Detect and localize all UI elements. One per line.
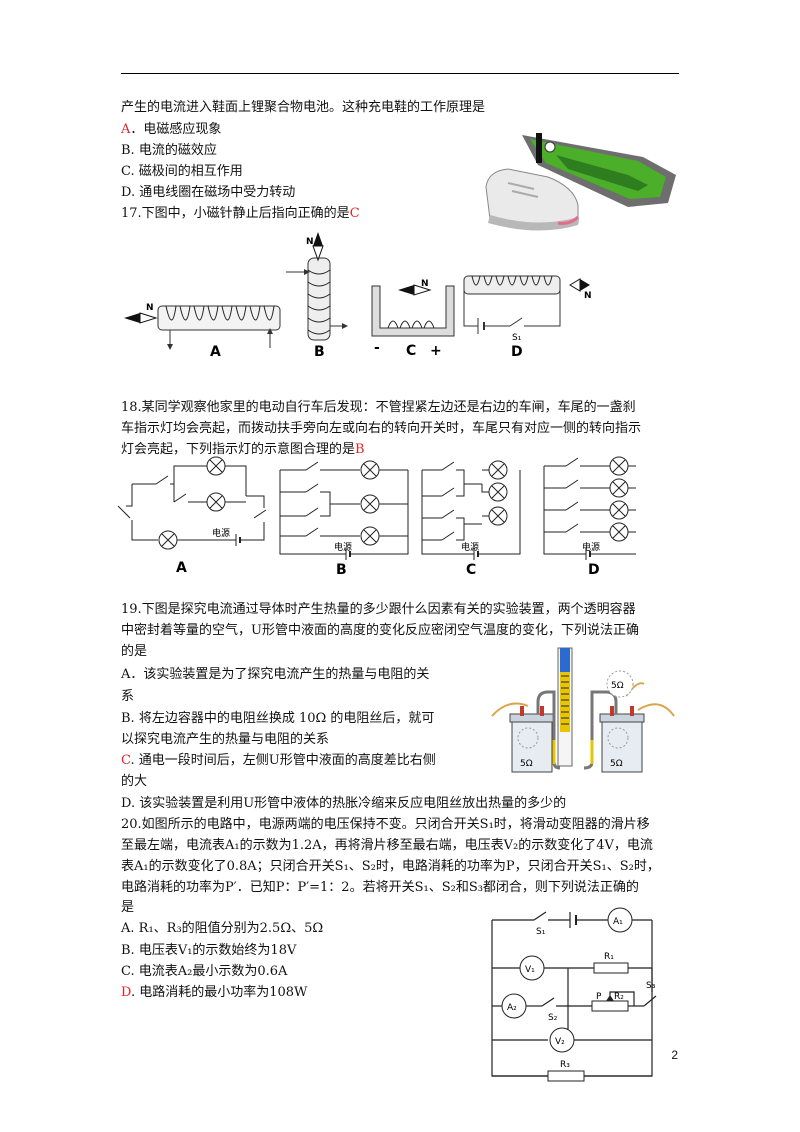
q20-option-d: D. 电路消耗的最小功率为108W	[121, 985, 308, 1000]
q16-stem: 产生的电流进入鞋面上锂聚合物电池。这种充电鞋的工作原理是	[121, 100, 486, 115]
q19-option-b-line2: 以探究电流产生的热量与电阻的关系	[121, 732, 330, 747]
q17-figure: N A N B N - + C S₁ N D	[124, 232, 592, 360]
page-number: 2	[671, 1048, 678, 1062]
q17-stem: 17.下图中，小磁针静止后指向正确的是C	[121, 206, 360, 221]
q17-fig-a: N A	[124, 303, 281, 360]
q17-fig-c: N - + C	[371, 279, 455, 359]
q19-apparatus-figure: 5Ω 5Ω 5Ω	[491, 647, 675, 773]
q20-circuit-figure: S₁ A₁ V₁ R₁ A₂ S₂ P R₂ S₃ V₂ R₃	[491, 907, 657, 1082]
svg-text:N: N	[584, 291, 592, 301]
svg-text:5Ω: 5Ω	[610, 759, 623, 769]
svg-text:R₁: R₁	[604, 952, 614, 962]
svg-text:D: D	[588, 562, 600, 578]
charging-shoe-image	[485, 133, 676, 231]
svg-text:电源: 电源	[212, 527, 230, 539]
q19-option-a-line2: 系	[121, 689, 135, 704]
svg-text:V₂: V₂	[555, 1037, 565, 1047]
header-rule	[121, 73, 679, 74]
q18-stem-line1: 18.某同学观察他家里的电动自行车后发现：不管捏紧左边还是右边的车闸，车尾的一盏…	[121, 400, 636, 415]
q19-stem-line1: 19.下图是探究电流通过导体时产生热量的多少跟什么因素有关的实验装置，两个透明容…	[121, 602, 636, 617]
q19-stem-line3: 的是	[121, 644, 148, 659]
svg-text:P: P	[596, 992, 602, 1002]
svg-text:A₂: A₂	[507, 1003, 517, 1013]
svg-text:S₂: S₂	[548, 1013, 558, 1023]
svg-text:A₁: A₁	[613, 917, 623, 927]
q19-option-c-line1: C. 通电一段时间后，左侧U形管中液面的高度差比右侧	[121, 753, 436, 768]
svg-text:A: A	[176, 560, 187, 576]
svg-text:5Ω: 5Ω	[520, 759, 533, 769]
q18-fig-d: 电源 D	[543, 456, 636, 578]
q20-option-c: C. 电流表A₂最小示数为0.6A	[121, 964, 288, 979]
q16-option-a: A．电磁感应现象	[121, 122, 222, 137]
svg-text:N: N	[421, 279, 429, 289]
q20-stem-line3: 表A₁的示数变化了0.8A；只闭合开关S₁、S₂时，电路消耗的功率为P，只闭合开…	[121, 859, 660, 874]
svg-text:S₃: S₃	[646, 981, 656, 991]
svg-text:电源: 电源	[461, 541, 479, 553]
svg-text:B: B	[336, 562, 347, 578]
svg-text:S₁: S₁	[536, 927, 546, 937]
svg-text:+: +	[430, 343, 442, 359]
svg-text:V₁: V₁	[525, 965, 535, 975]
q19-option-c-line2: 的大	[121, 774, 148, 789]
q19-option-d: D. 该实验装置是利用U形管中液体的热胀冷缩来反应电阻丝放出热量的多少的	[121, 796, 567, 811]
q16-option-b: B. 电流的磁效应	[121, 143, 217, 158]
q18-figure: 电源 A 电源 B 电源 C 电源 D	[117, 456, 636, 578]
q20-stem-line1: 20.如图所示的电路中，电源两端的电压保持不变。只闭合开关S₁时，将滑动变阻器的…	[121, 817, 650, 832]
q18-stem-line2: 车指示灯均会亮起，而拨动扶手旁向左或向右的转向开关时，车尾只有对应一侧的转向指示	[121, 421, 642, 436]
q18-stem-line3: 灯会亮起，下列指示灯的示意图合理的是B	[121, 442, 365, 457]
svg-text:S₁: S₁	[512, 333, 522, 343]
svg-text:A: A	[210, 344, 221, 360]
svg-text:R₃: R₃	[560, 1060, 570, 1070]
svg-text:N: N	[306, 237, 314, 247]
svg-text:D: D	[511, 344, 523, 360]
svg-text:电源: 电源	[582, 541, 600, 553]
svg-text:R₂: R₂	[614, 992, 624, 1002]
svg-text:-: -	[374, 340, 380, 356]
q16-option-c: C. 磁极间的相互作用	[121, 164, 243, 179]
q19-stem-line2: 中密封着等量的空气，U形管中液面的高度的变化反应密闭空气温度的变化，下列说法正确	[121, 623, 639, 638]
q17-fig-b: N B	[286, 232, 348, 360]
q20-option-a: A. R₁、R₃的阻值分别为2.5Ω、5Ω	[121, 921, 324, 936]
q16-option-d: D. 通电线圈在磁场中受力转动	[121, 185, 296, 200]
q19-option-b-line1: B. 将左边容器中的电阻丝换成 10Ω 的电阻丝后，就可	[121, 711, 435, 726]
q20-option-b: B. 电压表V₁的示数始终为18V	[121, 943, 297, 958]
svg-text:N: N	[146, 303, 154, 313]
q17-fig-d: S₁ N D	[463, 275, 592, 360]
q19-option-a-line1: A．该实验装置是为了探究电流产生的热量与电阻的关	[121, 667, 430, 682]
q20-stem-line5: 是	[121, 900, 135, 915]
svg-text:5Ω: 5Ω	[611, 681, 624, 691]
q18-fig-b: 电源 B	[279, 460, 409, 578]
q18-fig-a: 电源 A	[117, 456, 267, 576]
svg-text:C: C	[406, 343, 416, 359]
svg-text:C: C	[466, 562, 476, 578]
q20-stem-line4: 电路消耗的功率为P′．已知P：P′=1：2。若将开关S₁、S₂和S₃都闭合，则下…	[121, 880, 639, 895]
q20-stem-line2: 至最左端，电流表A₁的示数为1.2A，再将滑片移至最右端，电压表V₂的示数变化了…	[121, 838, 653, 853]
q18-fig-c: 电源 C	[421, 460, 521, 578]
svg-text:电源: 电源	[334, 541, 352, 553]
svg-text:B: B	[314, 344, 325, 360]
